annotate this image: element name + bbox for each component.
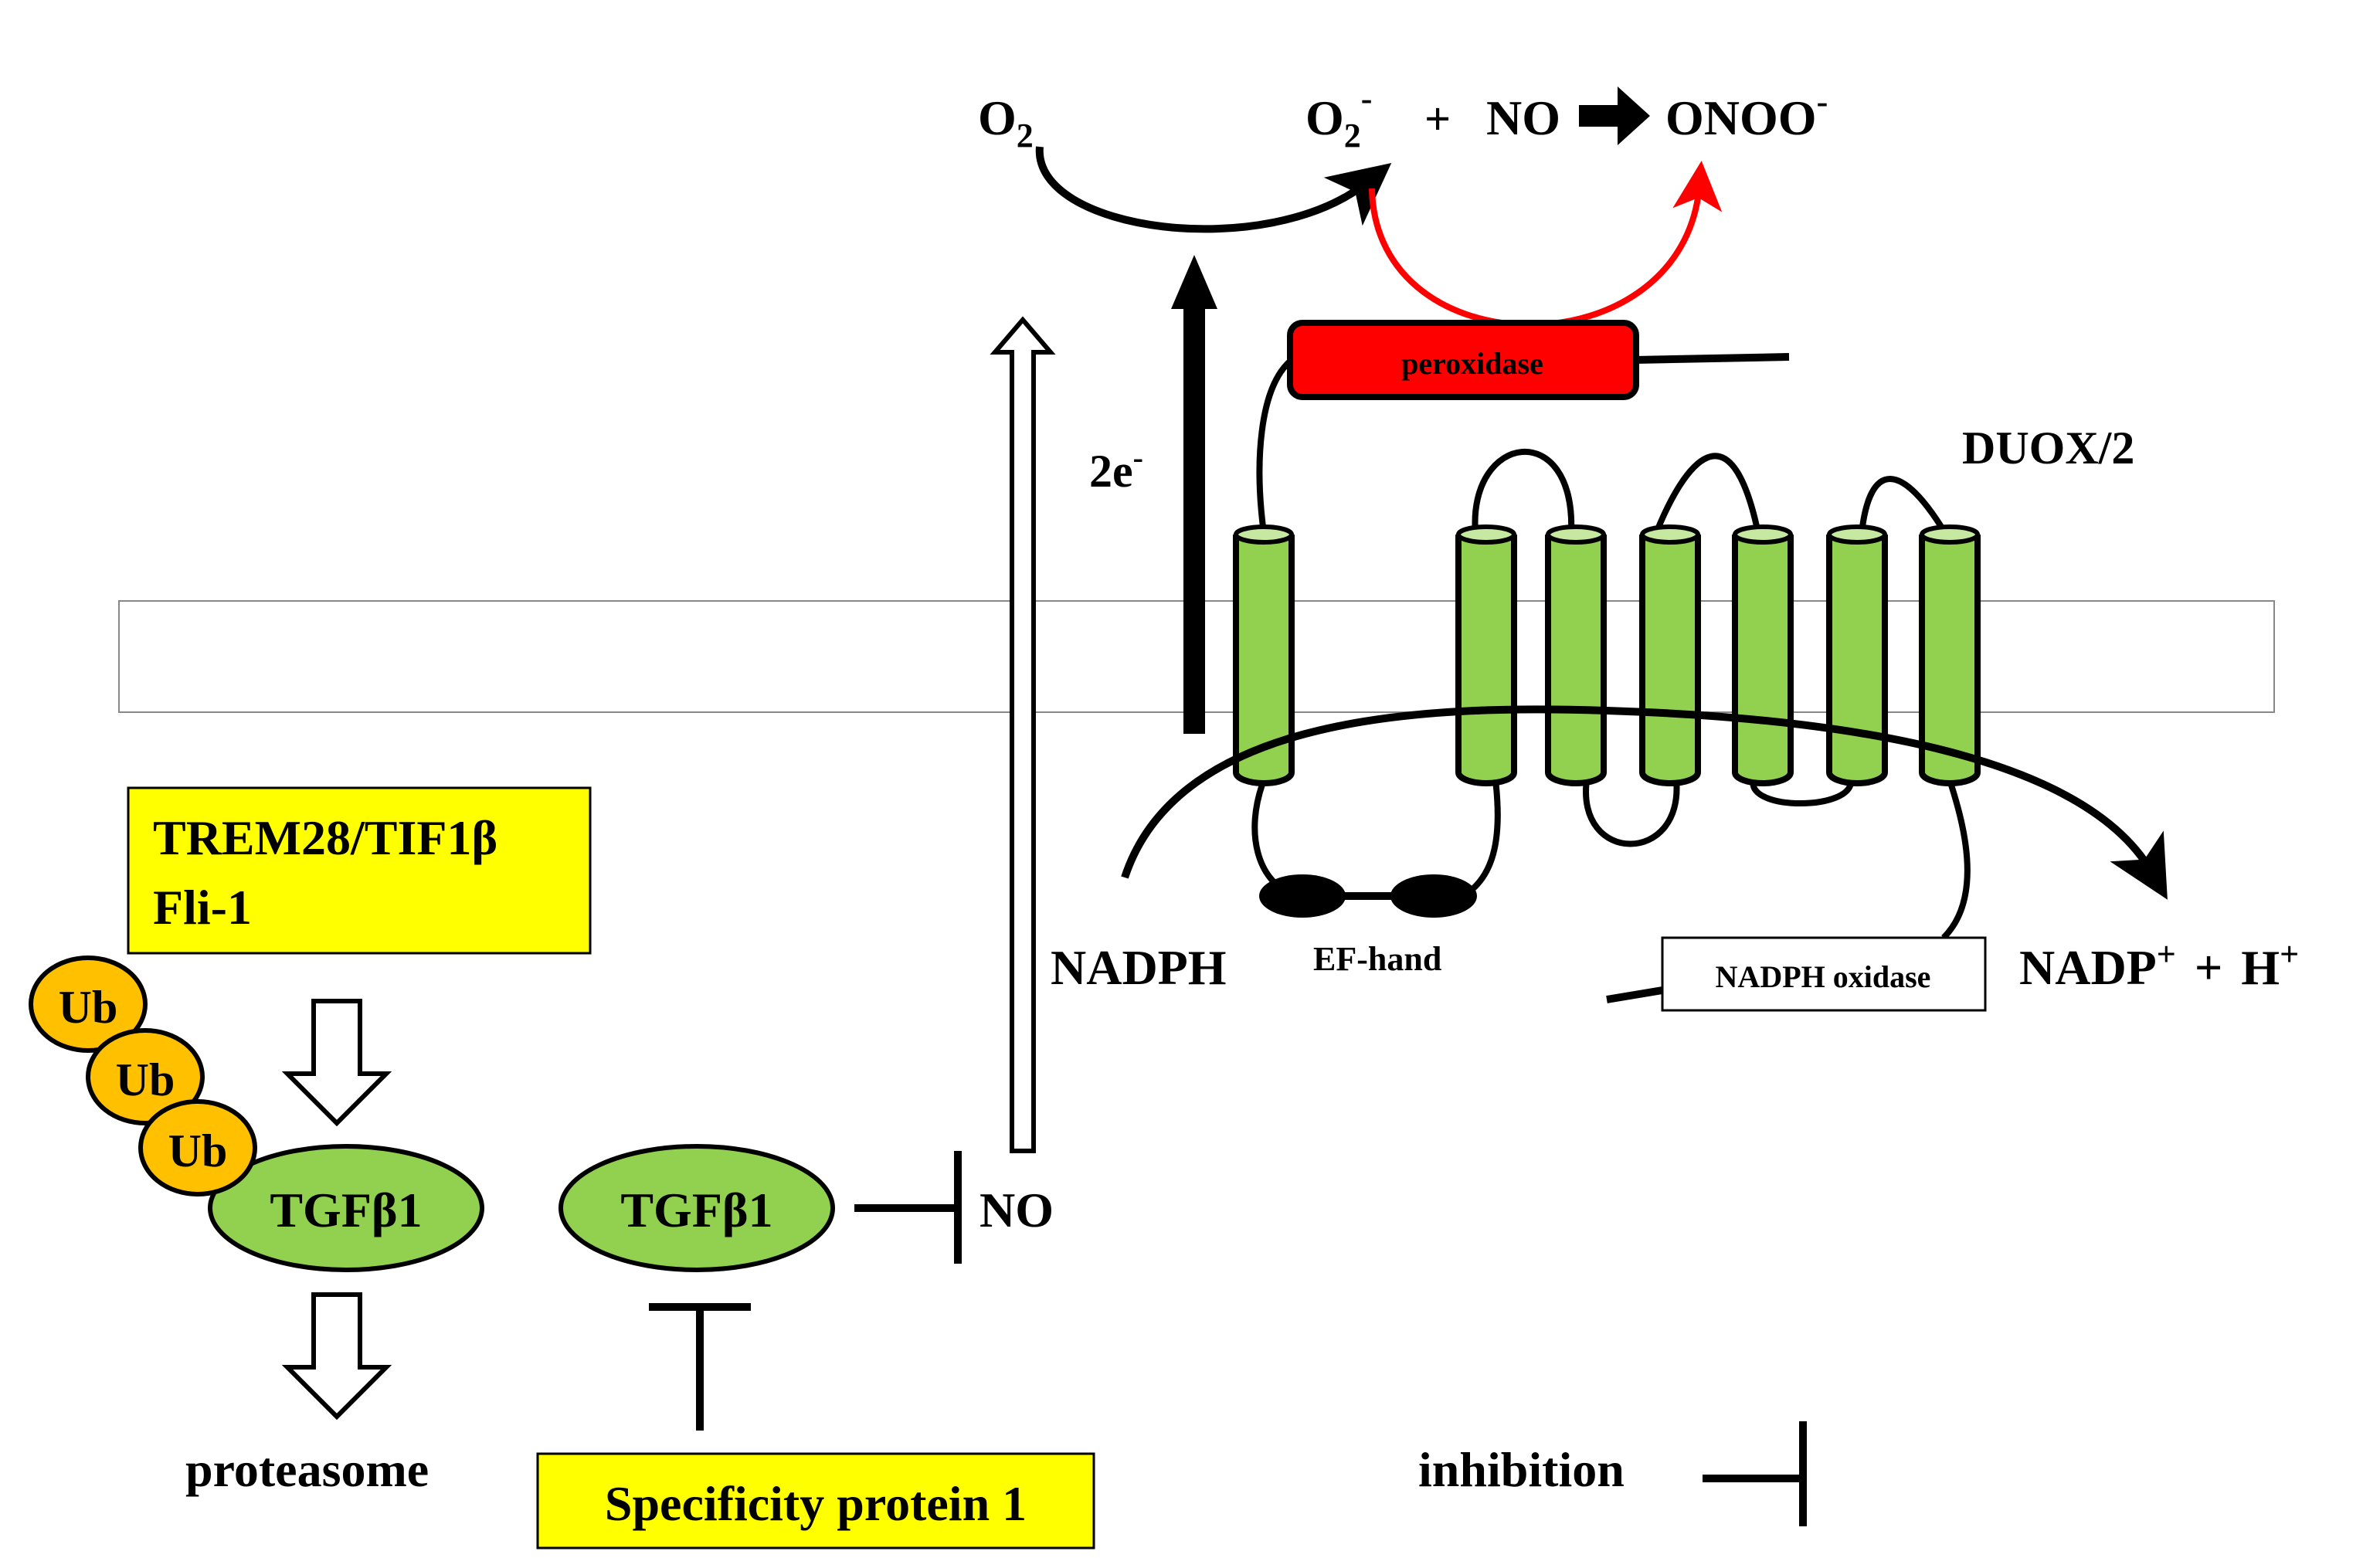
ubiquitin-chain: Ub Ub [29, 956, 205, 1125]
svg-text:+: + [1424, 93, 1451, 144]
transmembrane-helix [1639, 524, 1701, 786]
ef-hand-motif [1259, 874, 1477, 918]
peroxidase-red-arrow [1369, 161, 1723, 328]
transmembrane-helix [1233, 524, 1295, 786]
svg-text:ONOO-: ONOO- [1665, 83, 1828, 145]
svg-text:proteasome: proteasome [185, 1442, 429, 1497]
no-transport-open-arrow [990, 316, 1056, 1153]
transmembrane-helix [1545, 524, 1607, 786]
peroxidase-tail [1634, 353, 1790, 364]
electron-transfer-arrow [1171, 255, 1217, 734]
svg-text:O2: O2 [978, 90, 1034, 154]
svg-text:EF-hand: EF-hand [1313, 940, 1441, 978]
svg-text:NO: NO [1486, 90, 1560, 145]
svg-text:TREM28/TIF1β: TREM28/TIF1β [153, 810, 497, 865]
reaction-arrow-icon [1579, 87, 1650, 145]
transmembrane-helix [1732, 524, 1794, 786]
svg-text:NADP++H+: NADP++H+ [2019, 935, 2299, 995]
trem28-fli1-box [127, 786, 592, 955]
sp1-box [536, 1452, 1095, 1550]
legend-inhibition-label: inhibition [1418, 1442, 1625, 1497]
svg-text:NADPH oxidase: NADPH oxidase [1716, 959, 1931, 994]
svg-text:O2-: O2- [1305, 80, 1372, 154]
svg-text:NO: NO [980, 1183, 1054, 1237]
svg-text:2e-: 2e- [1089, 440, 1143, 497]
svg-text:Ub: Ub [116, 1054, 175, 1105]
sp1-inhibits-tgf-icon [649, 1303, 751, 1431]
down-open-arrow-icon [281, 999, 392, 1127]
nadph-oxidase-box [1661, 936, 1987, 1012]
tgf-inhibits-no-icon [854, 1151, 962, 1264]
svg-text:TGFβ1: TGFβ1 [620, 1183, 772, 1237]
superoxide-formation-arrow [1035, 146, 1392, 233]
transmembrane-loops [1251, 448, 1971, 940]
transmembrane-helix [1826, 524, 1888, 786]
peroxidase-linker [1256, 357, 1294, 534]
inhibition-symbol-icon [1703, 1421, 1807, 1526]
tgfb1 [559, 1144, 835, 1272]
transmembrane-helix [1919, 524, 1981, 786]
duox-title: DUOX/2 [1962, 423, 2134, 474]
svg-text:Specificity protein 1: Specificity protein 1 [605, 1476, 1027, 1531]
svg-text:Fli-1: Fli-1 [153, 880, 252, 935]
transmembrane-helix [1455, 524, 1517, 786]
nadph-conversion-arrow [1121, 705, 2168, 900]
reaction-equation: O2 O2- + NO ONOO- [978, 80, 1828, 154]
svg-text:peroxidase: peroxidase [1401, 346, 1543, 381]
svg-text:NADPH: NADPH [1051, 940, 1227, 995]
tgfb1-ubiquitinated [208, 1144, 484, 1272]
transmembrane-helices [1233, 524, 1981, 786]
svg-text:Ub: Ub [168, 1125, 228, 1176]
svg-text:TGFβ1: TGFβ1 [270, 1183, 422, 1237]
svg-text:Ub: Ub [59, 982, 118, 1033]
peroxidase-domain [1287, 320, 1639, 400]
down-open-arrow-icon [281, 1292, 392, 1421]
